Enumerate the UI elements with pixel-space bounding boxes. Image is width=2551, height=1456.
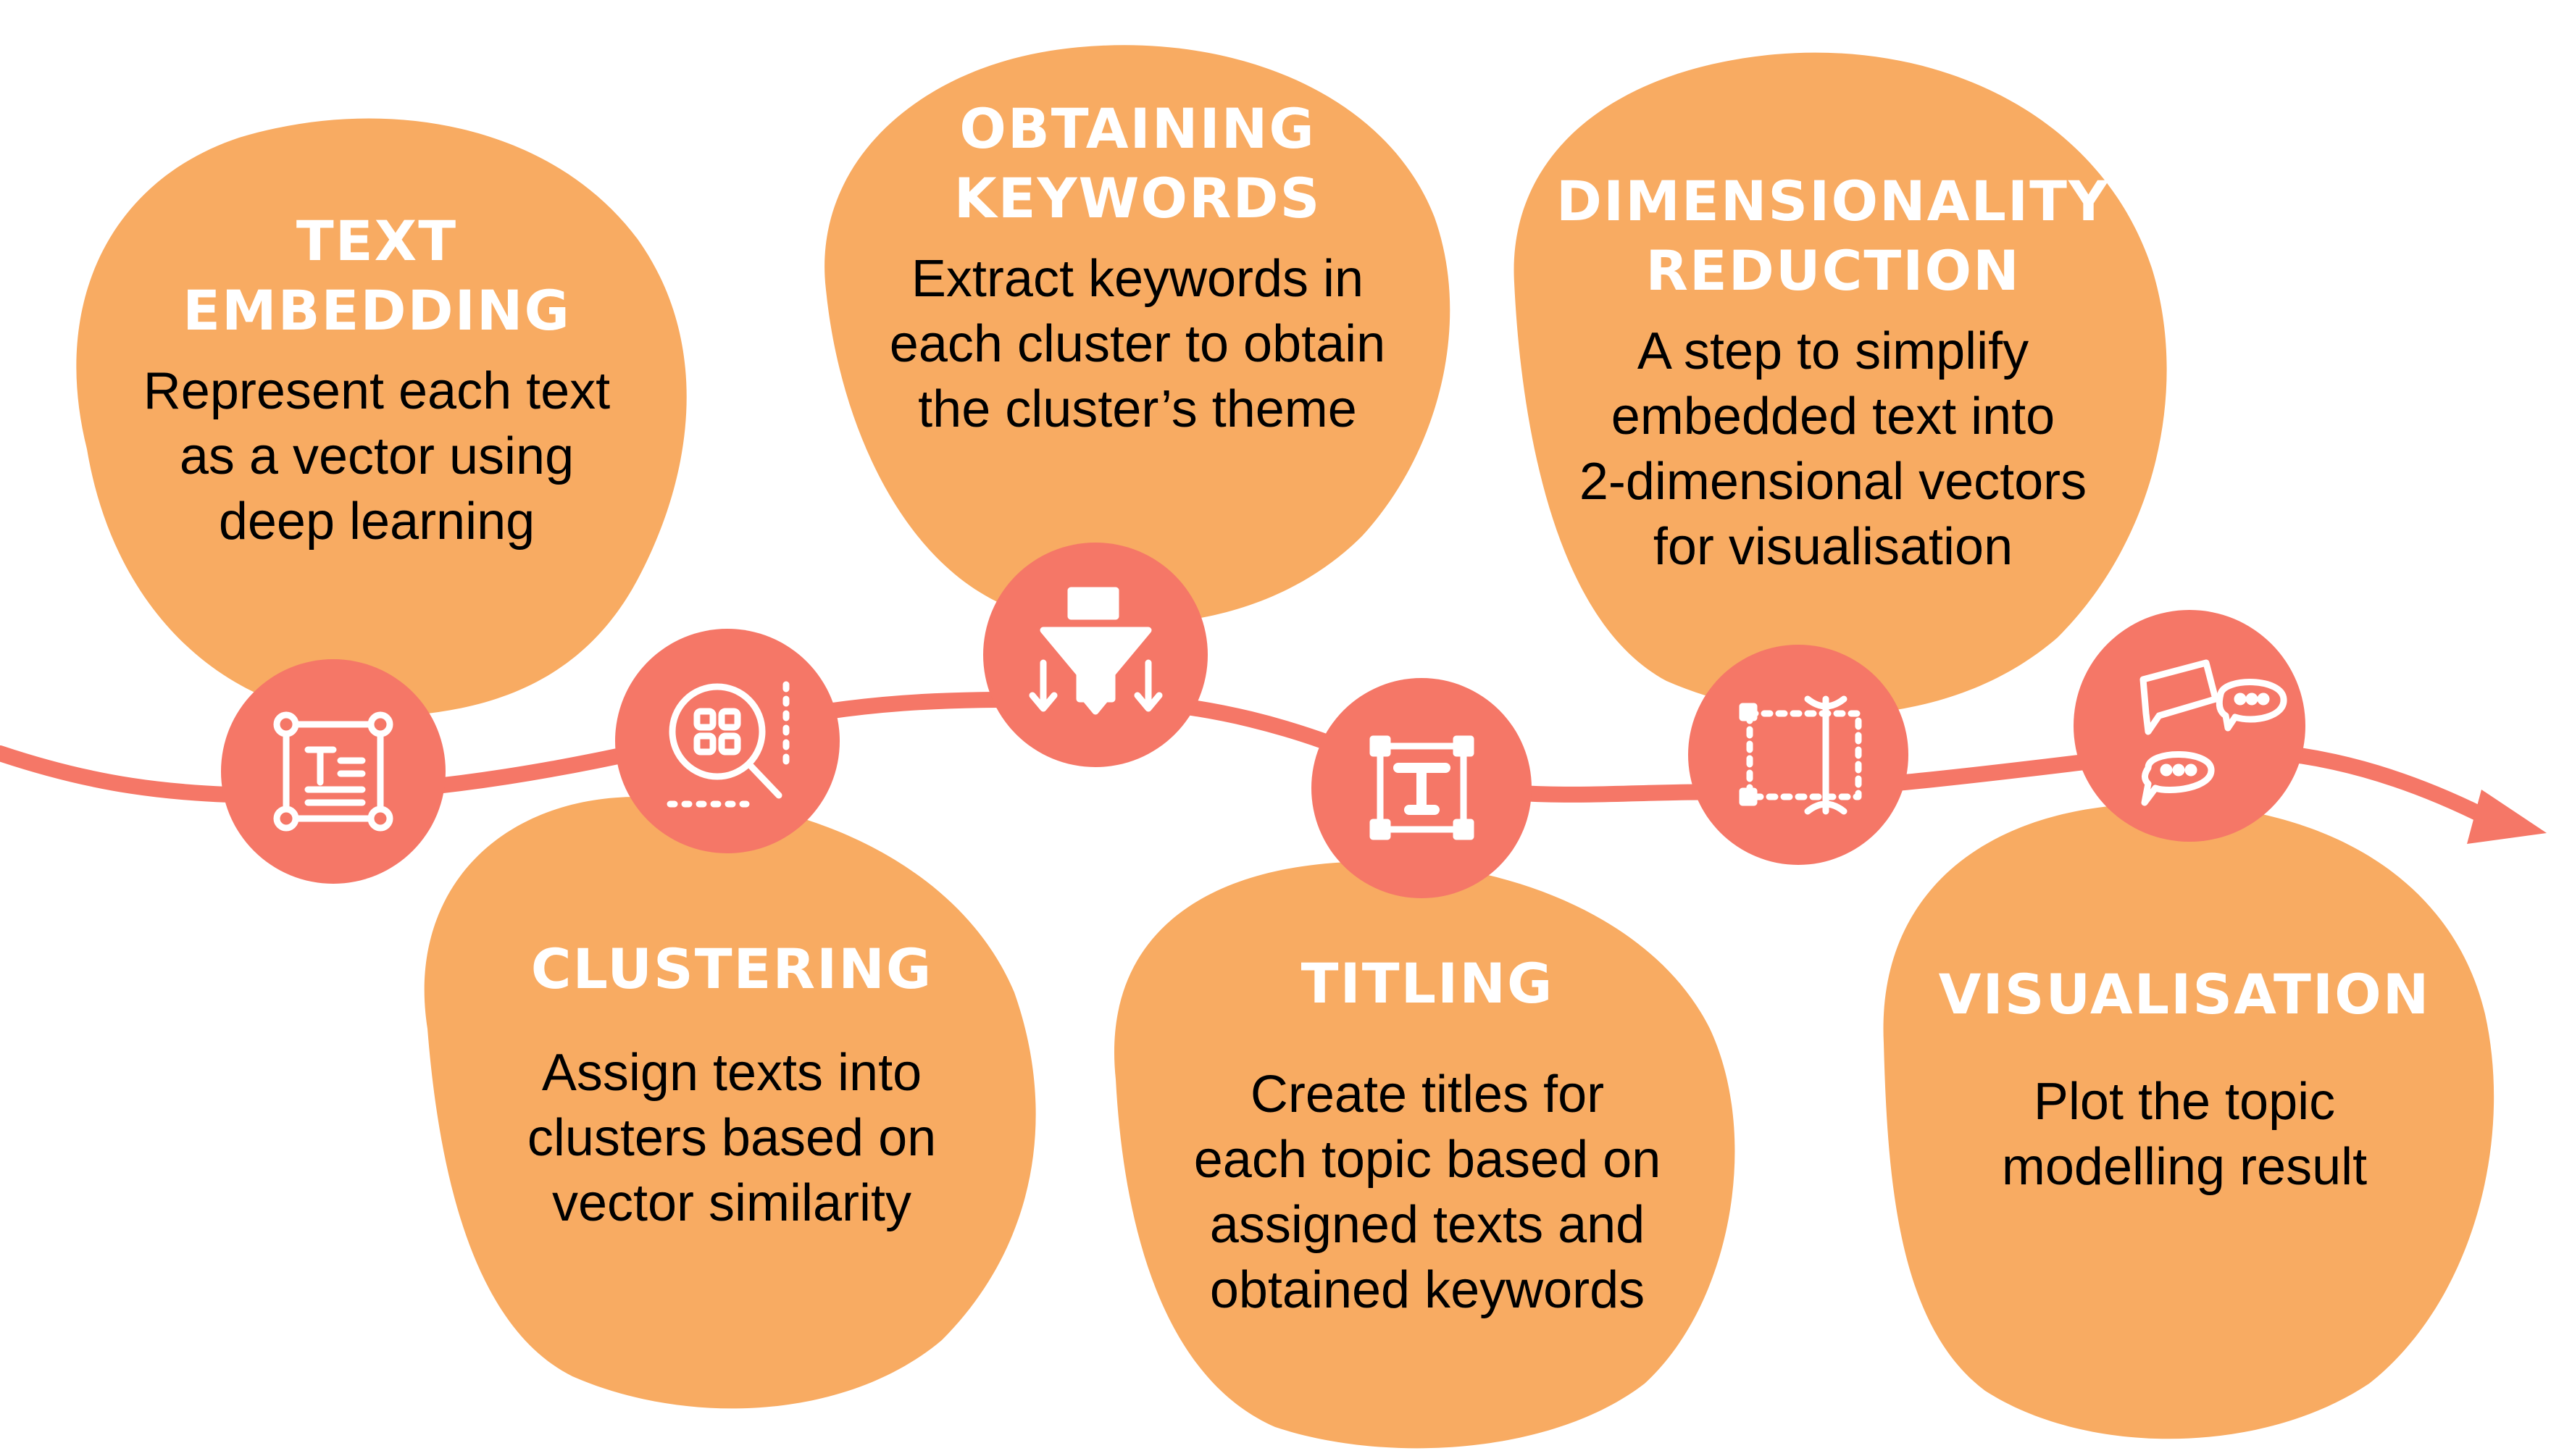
blob-visualisation: [1883, 803, 2494, 1439]
step-title: TITLING: [1300, 951, 1554, 1016]
step-clustering: CLUSTERING Assign texts into clusters ba…: [456, 934, 1007, 1236]
step-description: Represent each text as a vector using de…: [143, 362, 611, 551]
cluster-search-icon: [667, 681, 790, 808]
step-title: CLUSTERING: [530, 937, 933, 1001]
node-clustering: [615, 629, 840, 853]
step-description: A step to simplify embedded text into 2-…: [1579, 322, 2087, 576]
title-t-icon: [1369, 735, 1474, 840]
step-description: Assign texts into clusters based on vect…: [527, 1044, 937, 1232]
blob-dimensionality-reduction: [1514, 52, 2167, 715]
step-title: TEXT EMBEDDING: [183, 209, 571, 343]
step-description: Extract keywords in each cluster to obta…: [889, 250, 1386, 438]
step-title: VISUALISATION: [1938, 962, 2431, 1026]
blob-text-embedding: [76, 118, 687, 717]
blob-obtaining-keywords: [824, 45, 1450, 625]
node-visualisation: [2074, 610, 2305, 842]
speech-bubbles-icon: [2139, 659, 2287, 806]
step-title: OBTAINING KEYWORDS: [953, 96, 1322, 230]
blob-titling: [1114, 861, 1735, 1449]
step-titling: TITLING Create titles for each topic bas…: [1152, 949, 1703, 1323]
step-title: DIMENSIONALITY REDUCTION: [1556, 169, 2110, 303]
blob-clustering: [424, 796, 1036, 1409]
node-text-embedding: [221, 659, 446, 884]
step-description: Plot the topic modelling result: [2001, 1073, 2368, 1196]
step-dimensionality-reduction: DIMENSIONALITY REDUCTION A step to simpl…: [1521, 167, 2145, 580]
arrow-head: [2467, 790, 2547, 844]
step-visualisation: VISUALISATION Plot the topic modelling r…: [1905, 960, 2463, 1200]
step-obtaining-keywords: OBTAINING KEYWORDS Extract keywords in e…: [855, 94, 1420, 442]
text-frame-icon: [273, 711, 393, 832]
step-text-embedding: TEXT EMBEDDING Represent each text as a …: [109, 206, 645, 554]
funnel-filter-icon: [1029, 587, 1163, 715]
dimension-resize-icon: [1739, 695, 1862, 815]
node-dimensionality-reduction: [1688, 645, 1908, 865]
step-description: Create titles for each topic based on as…: [1193, 1066, 1661, 1319]
